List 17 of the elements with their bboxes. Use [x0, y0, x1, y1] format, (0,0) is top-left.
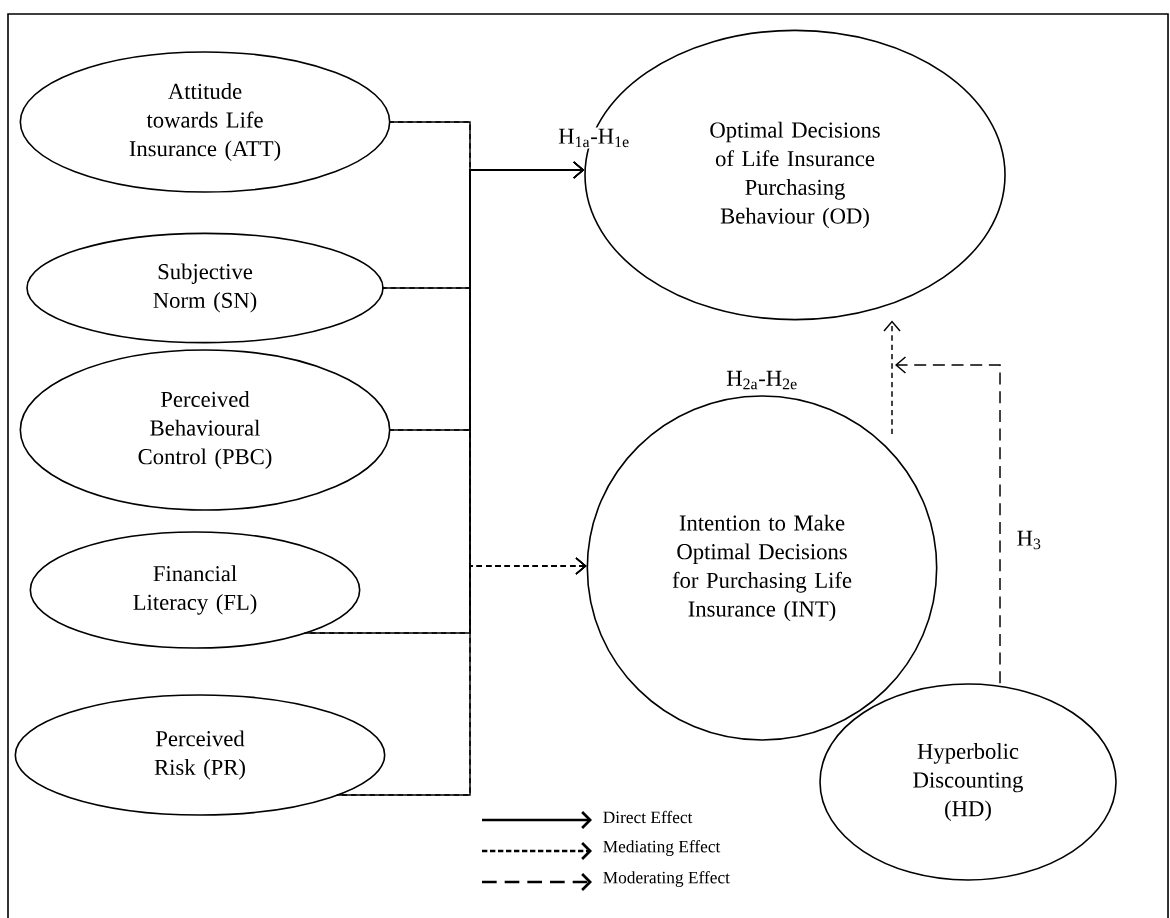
arrow	[883, 320, 901, 435]
hypothesis-label: H$_{2a}$-H$_{2e}$	[726, 370, 797, 390]
edge-label: H$_{1a}$-H$_{1e}$	[556, 127, 632, 149]
arrow	[336, 557, 587, 796]
ellipse-node: Attitude towards Life Insurance (ATT)	[19, 51, 391, 193]
legend-text: Moderating Effect	[603, 871, 730, 887]
edge-label: H$_{3}$	[1015, 529, 1043, 551]
ellipse-node: Hyperbolic Discounting (HD)	[819, 683, 1117, 881]
arrow	[895, 356, 1001, 684]
legend-text: Mediating Effect	[603, 840, 721, 856]
ellipse-node: Perceived Behavioural Control (PBC)	[19, 349, 391, 511]
ellipse-node: Intention to Make Optimal Decisions for Purchasing Life Insurance (INT)	[586, 395, 938, 741]
arrow	[336, 161, 585, 796]
legend-text: Direct Effect	[603, 810, 693, 824]
ellipse-node: Perceived Risk (PR)	[14, 694, 386, 816]
ellipse-node: Subjective Norm (SN)	[26, 232, 384, 344]
ellipse-node: Financial Literacy (FL)	[29, 531, 361, 649]
